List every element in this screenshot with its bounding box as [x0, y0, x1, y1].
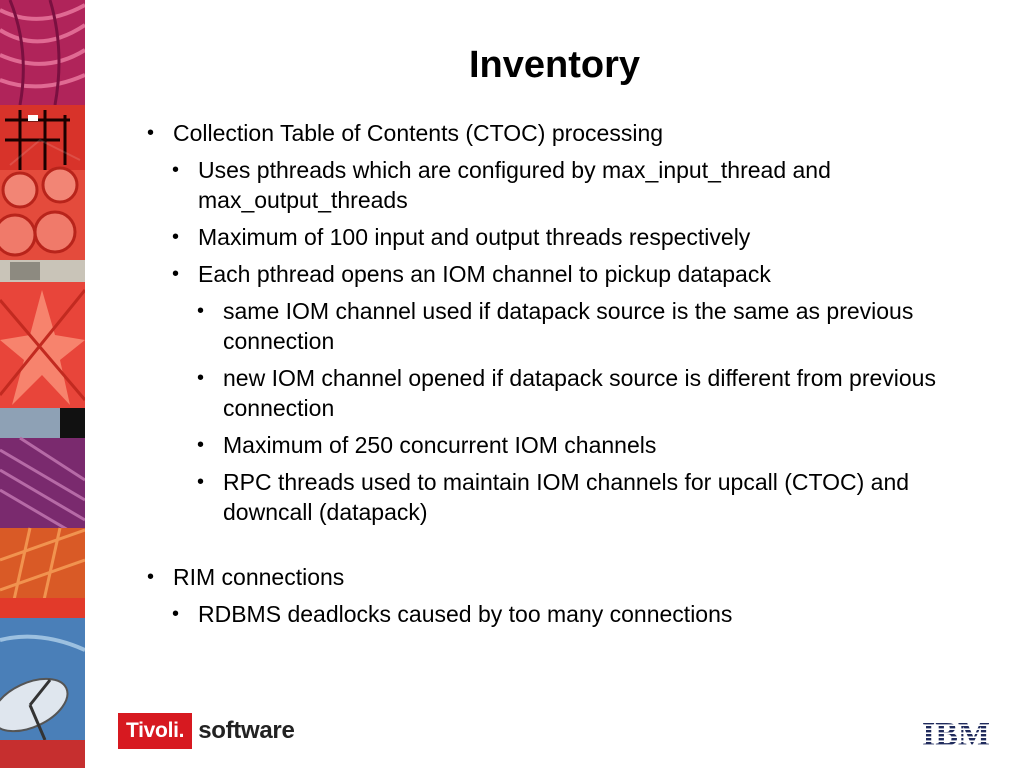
section-gap: [145, 534, 955, 562]
satellite-dish-image: [0, 618, 85, 768]
list-item: new IOM channel opened if datapack sourc…: [145, 363, 955, 423]
list-item: Maximum of 250 concurrent IOM channels: [145, 430, 955, 460]
list-item: Maximum of 100 input and output threads …: [145, 222, 955, 252]
bullet-list: Collection Table of Contents (CTOC) proc…: [145, 118, 955, 636]
strip-collage: [0, 0, 85, 768]
list-item: RPC threads used to maintain IOM channel…: [145, 467, 955, 527]
orange-field-image: [0, 527, 85, 619]
red-clocks-image: [0, 166, 85, 260]
pink-fabric-image: [0, 0, 85, 106]
list-item: same IOM channel used if datapack source…: [145, 296, 955, 356]
tivoli-software-logo: Tivoli. software: [118, 713, 295, 749]
list-item: Each pthread opens an IOM channel to pic…: [145, 259, 955, 289]
list-item: Uses pthreads which are configured by ma…: [145, 155, 955, 215]
list-item: RIM connections: [145, 562, 955, 592]
tivoli-logo-text: Tivoli.: [118, 713, 193, 749]
slide-title: Inventory: [468, 44, 641, 86]
software-logo-text: software: [198, 717, 295, 744]
list-item: RDBMS deadlocks caused by too many conne…: [145, 599, 955, 629]
ibm-logo: IBM: [922, 716, 990, 750]
ibm-logo-text: IBM: [922, 716, 990, 750]
list-item: Collection Table of Contents (CTOC) proc…: [145, 118, 955, 148]
decorative-photo-strip: [0, 0, 85, 768]
purple-lines-image: [0, 436, 85, 542]
circuit-board-image: [0, 105, 85, 170]
red-star-image: [0, 282, 85, 408]
